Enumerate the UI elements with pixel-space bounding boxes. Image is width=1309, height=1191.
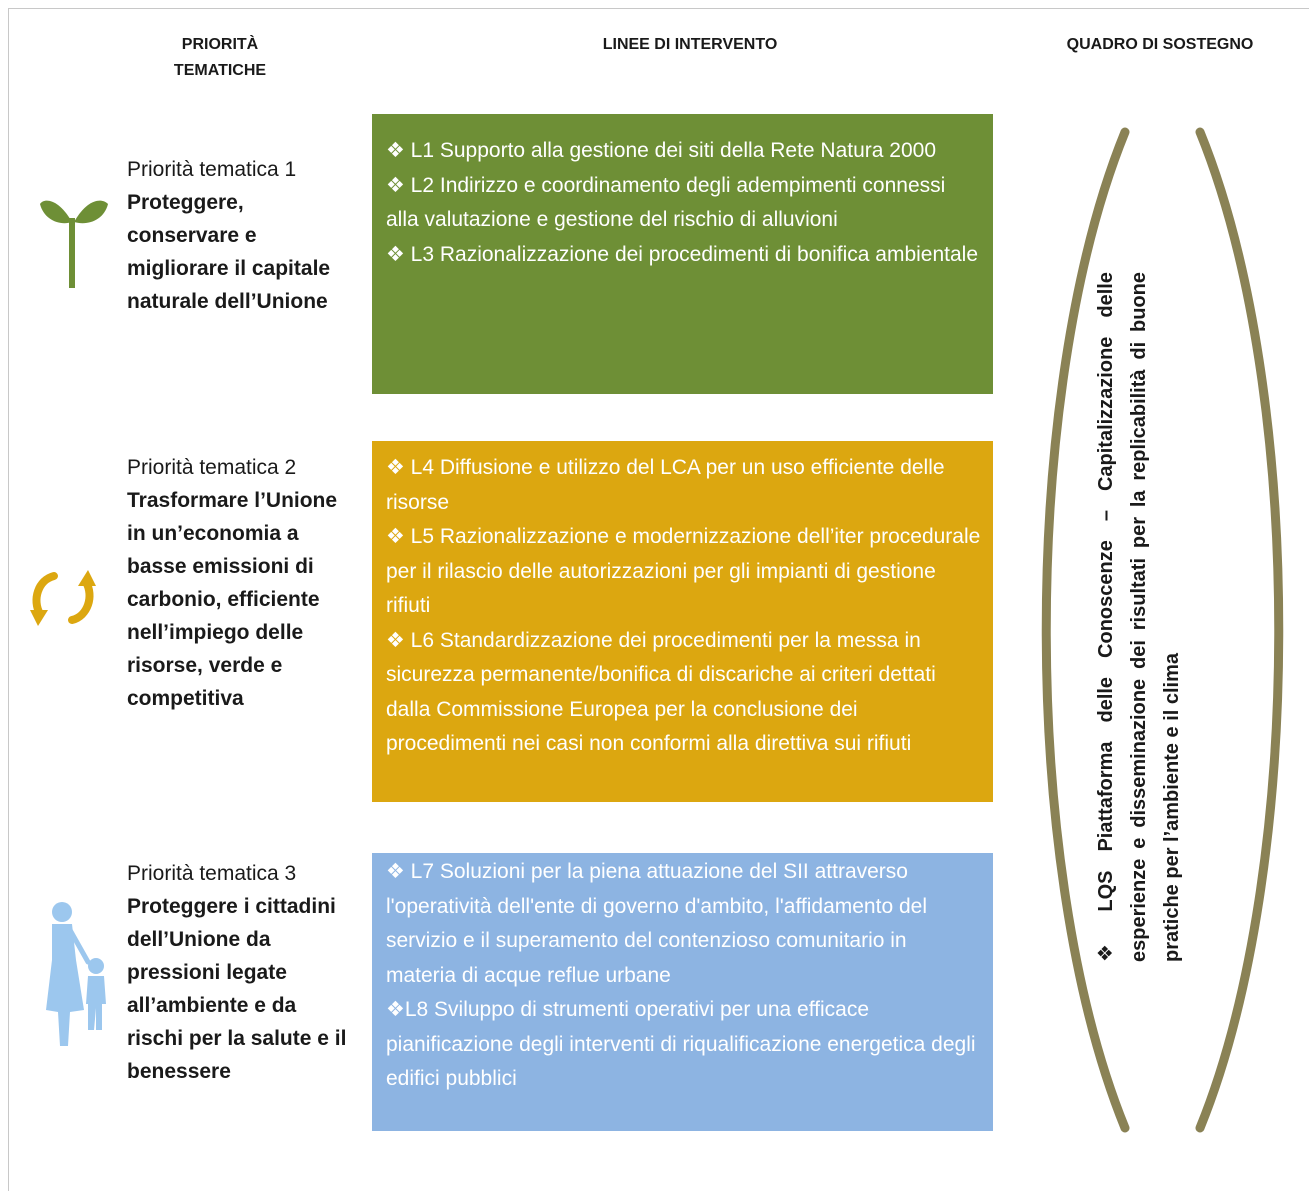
header-priorita-tematiche: PRIORITÀ TEMATICHE <box>173 36 267 79</box>
line-l1: ❖ L1 Supporto alla gestione dei siti del… <box>386 139 937 162</box>
line-l8: ❖L8 Sviluppo di strumenti operativi per … <box>386 998 976 1090</box>
priority-2: Priorità tematica 2 Trasformare l’Unione… <box>127 451 352 715</box>
priority-2-title: Trasformare l’Unione in un’economia a ba… <box>127 489 338 710</box>
right-arc <box>1195 127 1284 1133</box>
intervention-box-3: ❖ L7 Soluzioni per la piena attuazione d… <box>372 853 993 1131</box>
header-linee-di-intervento: LINEE DI INTERVENTO <box>602 36 778 53</box>
priority-3-title: Proteggere i cittadini dell’Unione da pr… <box>127 895 347 1083</box>
priority-1-title: Proteggere, conservare e migliorare il c… <box>127 191 331 313</box>
line-l4: ❖ L4 Diffusione e utilizzo del LCA per u… <box>386 456 945 514</box>
priority-1-number: Priorità tematica 1 <box>127 158 297 181</box>
line-l2: ❖ L2 Indirizzo e coordinamento degli ade… <box>386 173 946 232</box>
recycle-arrows-icon <box>30 570 96 626</box>
intervention-box-2: ❖ L4 Diffusione e utilizzo del LCA per u… <box>372 441 993 802</box>
left-arc <box>1041 127 1130 1133</box>
line-l3: ❖ L3 Razionalizzazione dei procedimenti … <box>386 242 978 266</box>
priority-3-number: Priorità tematica 3 <box>127 862 297 885</box>
line-l7: ❖ L7 Soluzioni per la piena attuazione d… <box>386 860 927 987</box>
header-quadro-di-sostegno: QUADRO DI SOSTEGNO <box>1066 36 1254 53</box>
support-lqs-text: ❖ LQS Piattaforma delle Conoscenze – Cap… <box>1095 272 1183 962</box>
sprout-icon <box>40 200 108 288</box>
line-l5: ❖ L5 Razionalizzazione e modernizzazione… <box>386 525 981 617</box>
intervention-box-1: ❖ L1 Supporto alla gestione dei siti del… <box>372 114 993 394</box>
priority-3: Priorità tematica 3 Proteggere i cittadi… <box>127 857 352 1088</box>
mother-child-icon <box>46 902 106 1046</box>
diagram-frame <box>8 8 1309 1191</box>
priority-2-number: Priorità tematica 2 <box>127 456 297 479</box>
priority-1: Priorità tematica 1 Proteggere, conserva… <box>127 153 352 318</box>
support-arcs <box>1041 127 1284 1133</box>
line-l6: ❖ L6 Standardizzazione dei procedimenti … <box>386 628 936 756</box>
